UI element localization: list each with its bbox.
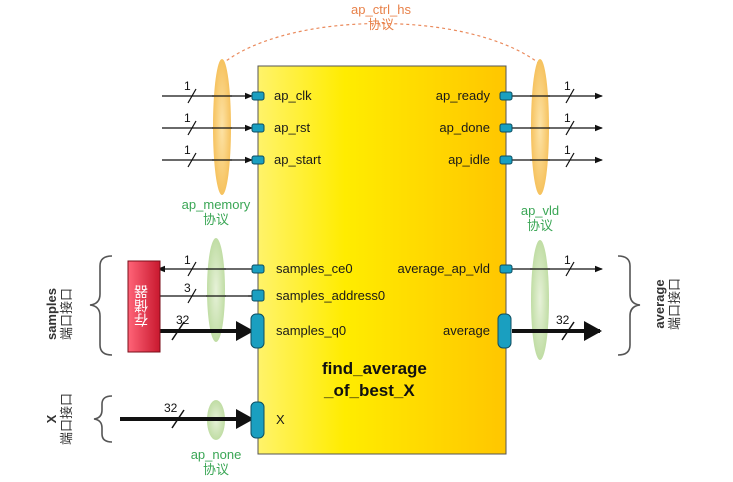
x-slash xyxy=(171,409,185,429)
width-ap-start: 1 xyxy=(184,143,191,157)
port-label-average-ap-vld: average_ap_vld xyxy=(397,261,490,276)
memory-block xyxy=(127,260,161,353)
average-slash xyxy=(561,321,575,341)
protocol-ap-ctrl-hs-suffix: 协议 xyxy=(367,17,394,32)
ap-memory-ellipse xyxy=(207,238,225,342)
interface-x-name: X xyxy=(44,414,59,424)
protocol-ap-memory-name: ap_memory xyxy=(181,197,251,212)
samples-brace xyxy=(89,255,113,356)
width-samples-address0: 3 xyxy=(184,281,191,295)
memory-label: 存储器 xyxy=(134,285,150,327)
port-label-ap-clk: ap_clk xyxy=(274,88,312,103)
protocol-ap-none-name: ap_none xyxy=(190,447,242,462)
port-label-average: average xyxy=(443,323,490,338)
width-ap-clk: 1 xyxy=(184,79,191,93)
width-average: 32 xyxy=(556,313,570,327)
left-bus-slashes xyxy=(187,88,197,304)
port-label-ap-idle: ap_idle xyxy=(448,152,490,167)
port-label-ap-start: ap_start xyxy=(274,152,321,167)
protocol-ap-vld: ap_vld 协议 xyxy=(500,203,580,233)
width-x: 32 xyxy=(164,401,178,415)
protocol-ap-vld-suffix: 协议 xyxy=(526,218,553,233)
protocol-ap-ctrl-hs: ap_ctrl_hs 协议 xyxy=(341,2,421,32)
port-connectors xyxy=(250,91,513,439)
protocol-ap-vld-name: ap_vld xyxy=(520,203,560,218)
width-samples-q0: 32 xyxy=(176,313,190,327)
interface-x-suffix: 端口接口 xyxy=(59,393,74,446)
ap-vld-ellipse xyxy=(531,240,549,360)
interface-average-name: average xyxy=(652,279,667,329)
block-title-line1: find_average xyxy=(322,359,427,378)
port-label-samples-q0: samples_q0 xyxy=(276,323,347,338)
port-label-samples-address0: samples_address0 xyxy=(276,288,386,303)
port-label-samples-ce0: samples_ce0 xyxy=(276,261,353,276)
samples-q0-slash xyxy=(171,321,185,341)
protocol-ap-memory: ap_memory 协议 xyxy=(176,197,256,227)
width-samples-ce0: 1 xyxy=(184,253,191,267)
right-signals xyxy=(510,92,603,273)
interface-x-label: X 端口接口 xyxy=(44,379,76,459)
interface-average-suffix: 端口接口 xyxy=(667,278,682,331)
ap-ctrl-hs-right-ellipse xyxy=(531,59,549,195)
interface-samples-label: samples 端口接口 xyxy=(44,274,76,354)
right-bus-slashes xyxy=(565,88,575,277)
interface-samples-suffix: 端口接口 xyxy=(59,288,74,341)
ap-ctrl-hs-arc xyxy=(221,23,541,65)
protocol-ap-none-suffix: 协议 xyxy=(202,462,229,477)
width-ap-done: 1 xyxy=(564,111,571,125)
width-ap-rst: 1 xyxy=(184,111,191,125)
port-label-ap-ready: ap_ready xyxy=(435,88,490,103)
interface-samples-name: samples xyxy=(44,287,59,341)
port-label-ap-done: ap_done xyxy=(439,120,490,135)
average-brace xyxy=(617,255,641,356)
x-brace xyxy=(93,395,113,443)
width-ap-idle: 1 xyxy=(564,143,571,157)
ap-ctrl-hs-left-ellipse xyxy=(213,59,231,195)
protocol-ap-none: ap_none 协议 xyxy=(176,447,256,477)
hls-block xyxy=(257,65,507,455)
protocol-ap-memory-suffix: 协议 xyxy=(202,212,229,227)
interface-average-label: average 端口接口 xyxy=(652,264,684,344)
block-title-line2: _of_best_X xyxy=(324,381,415,400)
port-label-ap-rst: ap_rst xyxy=(274,120,311,135)
protocol-ap-ctrl-hs-name: ap_ctrl_hs xyxy=(351,2,411,17)
width-average-ap-vld: 1 xyxy=(564,253,571,267)
left-signals xyxy=(157,92,256,297)
port-label-x: X xyxy=(276,412,285,427)
width-ap-ready: 1 xyxy=(564,79,571,93)
